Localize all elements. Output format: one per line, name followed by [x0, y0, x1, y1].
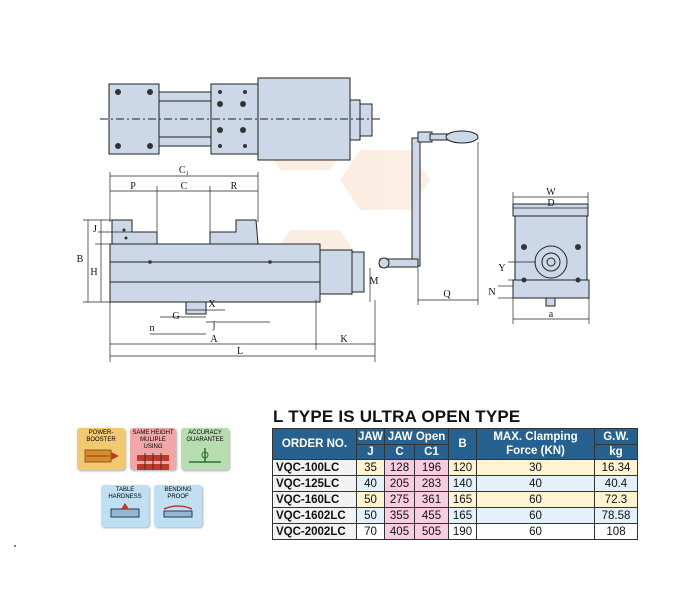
dim-n: n [150, 323, 155, 334]
header-jaw-open: JAW Open [384, 428, 449, 445]
dim-j: j [212, 320, 216, 331]
dim-Q: Q [443, 289, 451, 300]
cell-c: 205 [384, 475, 415, 492]
dim-P: P [130, 181, 136, 192]
bending-icon [163, 505, 193, 518]
dim-Y: Y [498, 263, 505, 274]
multi-vise-icon [137, 453, 169, 470]
cell-gw: 72.3 [594, 491, 638, 508]
booster-icon [84, 449, 119, 463]
cell-c1: 283 [414, 475, 449, 492]
dim-a: a [549, 309, 554, 320]
spec-table: ORDER NO. JAW JAW Open B MAX. Clamping F… [272, 428, 638, 540]
feature-accuracy: ACCURACY GUARANTEE [181, 428, 229, 470]
cell-j: 50 [356, 507, 385, 524]
dim-G: G [172, 311, 179, 322]
table-row: VQC-100LC 35 128 196 120 30 16.34 [272, 459, 638, 476]
dim-A: A [210, 334, 218, 345]
dim-B: B [77, 254, 84, 265]
cell-gw: 108 [594, 523, 638, 540]
cell-j: 50 [356, 491, 385, 508]
accuracy-icon [189, 448, 221, 463]
table-row: VQC-2002LC 70 405 505 190 60 108 [272, 523, 638, 540]
cell-b: 140 [448, 475, 477, 492]
cell-c: 405 [384, 523, 415, 540]
front-view-holes [122, 228, 272, 264]
dim-J: J [93, 224, 97, 235]
table-row: VQC-160LC 50 275 361 165 60 72.3 [272, 491, 638, 508]
dimension-lines [83, 142, 590, 362]
header-clamp: MAX. Clamping Force (KN) [476, 428, 595, 460]
header-c: C [384, 444, 415, 460]
dim-C: C [181, 181, 188, 192]
feature-label: SAME HEIGHT MULIPLE USING [132, 430, 174, 450]
side-view [512, 203, 590, 307]
dimension-labels: C₁ P C R J B H X G j n A L K M Q W D Y N… [77, 165, 557, 357]
feature-label: BENDING PROOF [164, 487, 192, 500]
table-row: VQC-1602LC 50 355 455 165 60 78.58 [272, 507, 638, 524]
cell-c: 355 [384, 507, 415, 524]
cell-c1: 455 [414, 507, 449, 524]
top-view-bolts [115, 89, 247, 149]
cell-j: 70 [356, 523, 385, 540]
feature-bending-proof: BENDING PROOF [154, 485, 202, 527]
cell-c1: 505 [414, 523, 449, 540]
cell-gw: 16.34 [594, 459, 638, 476]
feature-table-hardness: TABLE HARDNESS [101, 485, 149, 527]
dim-N: N [488, 287, 495, 298]
dim-M: M [370, 276, 379, 287]
cell-order: VQC-100LC [272, 459, 357, 476]
feature-same-height: SAME HEIGHT MULIPLE USING [130, 428, 176, 470]
hardness-icon [110, 503, 140, 518]
header-jaw-sub: J [356, 444, 385, 460]
cell-b: 165 [448, 507, 477, 524]
cell-gw: 78.58 [594, 507, 638, 524]
feature-label: TABLE HARDNESS [108, 487, 142, 500]
cell-force: 60 [476, 507, 595, 524]
dim-C1: C₁ [179, 165, 189, 176]
dim-D: D [547, 198, 554, 209]
header-gw-sub: kg [594, 444, 638, 460]
feature-power-booster: POWER-BOOSTER [77, 428, 125, 470]
cell-order: VQC-125LC [272, 475, 357, 492]
dim-K: K [340, 334, 348, 345]
dim-H: H [90, 267, 97, 278]
cell-force: 40 [476, 475, 595, 492]
dim-W: W [546, 187, 556, 198]
feature-label: POWER-BOOSTER [86, 430, 116, 443]
table-title: L TYPE IS ULTRA OPEN TYPE [273, 407, 521, 426]
cell-j: 40 [356, 475, 385, 492]
cell-force: 60 [476, 491, 595, 508]
cell-force: 30 [476, 459, 595, 476]
dim-X: X [208, 299, 216, 310]
cell-order: VQC-2002LC [272, 523, 357, 540]
crank-handle [378, 130, 479, 269]
cell-b: 190 [448, 523, 477, 540]
table-row: VQC-125LC 40 205 283 140 40 40.4 [272, 475, 638, 492]
front-view [109, 219, 365, 315]
vise-technical-drawing: C₁ P C R J B H X G j n A L K M Q W D Y N… [77, 77, 590, 362]
cell-c1: 361 [414, 491, 449, 508]
cell-force: 60 [476, 523, 595, 540]
header-order: ORDER NO. [272, 428, 357, 460]
header-jaw: JAW [356, 428, 385, 445]
cell-c1: 196 [414, 459, 449, 476]
cell-b: 120 [448, 459, 477, 476]
header-gw: G.W. [594, 428, 638, 445]
header-b: B [448, 428, 477, 460]
cell-c: 128 [384, 459, 415, 476]
stray-dot [14, 545, 16, 547]
cell-order: VQC-1602LC [272, 507, 357, 524]
header-c1: C1 [414, 444, 449, 460]
dim-L: L [237, 346, 243, 357]
side-view-holes [521, 244, 581, 283]
cell-gw: 40.4 [594, 475, 638, 492]
cell-b: 165 [448, 491, 477, 508]
dim-R: R [231, 181, 238, 192]
cell-j: 35 [356, 459, 385, 476]
feature-label: ACCURACY GUARANTEE [186, 430, 224, 443]
cell-c: 275 [384, 491, 415, 508]
top-view [100, 77, 382, 161]
cell-order: VQC-160LC [272, 491, 357, 508]
